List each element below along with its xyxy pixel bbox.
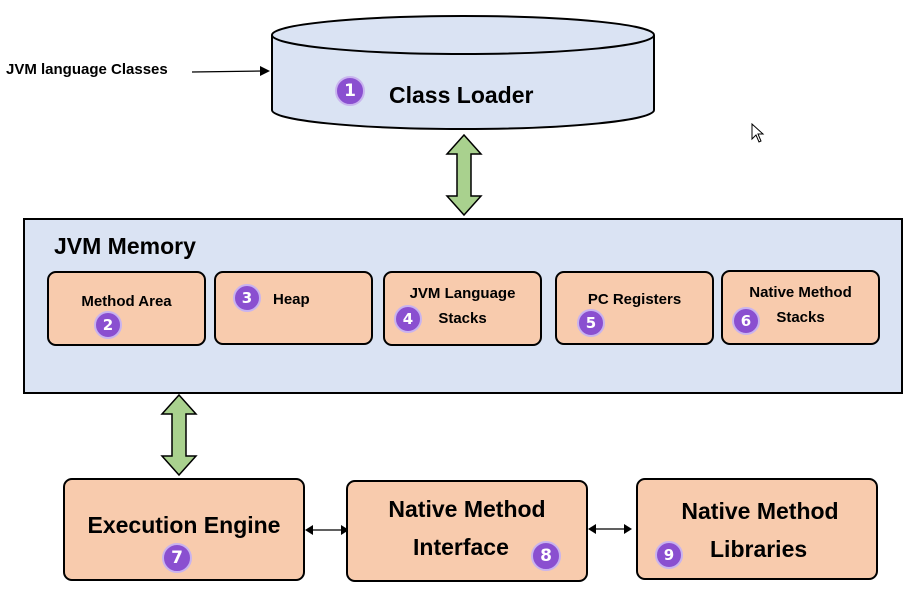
native-method-interface-line2: Interface [413, 534, 509, 560]
interface-libraries-arrow [588, 524, 632, 534]
native-method-libraries-line1: Native Method [681, 498, 839, 524]
native-method-stacks-badge: 6 [732, 307, 760, 335]
jvm-language-stacks-badge: 4 [394, 305, 422, 333]
native-method-stacks-line2: Stacks [776, 309, 825, 326]
native-method-libraries-line2: Libraries [710, 536, 808, 562]
mouse-cursor-icon [751, 123, 765, 143]
jvm-memory-title: JVM Memory [54, 233, 196, 259]
input-arrow [191, 66, 270, 76]
method-area-label: Method Area [81, 293, 172, 310]
heap-label: Heap [273, 291, 310, 308]
heap-badge: 3 [233, 284, 261, 312]
engine-interface-arrow [305, 525, 349, 535]
pc-registers-badge: 5 [577, 309, 605, 337]
class-loader-cylinder [271, 15, 655, 130]
memory-engine-arrow [160, 393, 198, 477]
execution-engine-label: Execution Engine [87, 512, 281, 538]
class-loader-label: Class Loader [389, 82, 534, 108]
class-loader-badge: 1 [335, 76, 365, 106]
pc-registers-label: PC Registers [587, 291, 682, 308]
execution-engine-badge: 7 [162, 543, 192, 573]
method-area-box [47, 271, 206, 346]
jvm-language-stacks-line1: JVM Language [409, 285, 516, 302]
jvm-language-stacks-line2: Stacks [438, 310, 487, 327]
native-method-interface-badge: 8 [531, 541, 561, 571]
native-method-interface-line1: Native Method [388, 496, 546, 522]
native-method-stacks-line1: Native Method [749, 284, 852, 301]
pc-registers-box [555, 271, 714, 345]
loader-memory-arrow [445, 133, 483, 217]
native-method-libraries-badge: 9 [655, 541, 683, 569]
method-area-badge: 2 [94, 311, 122, 339]
input-label: JVM language Classes [6, 61, 168, 78]
